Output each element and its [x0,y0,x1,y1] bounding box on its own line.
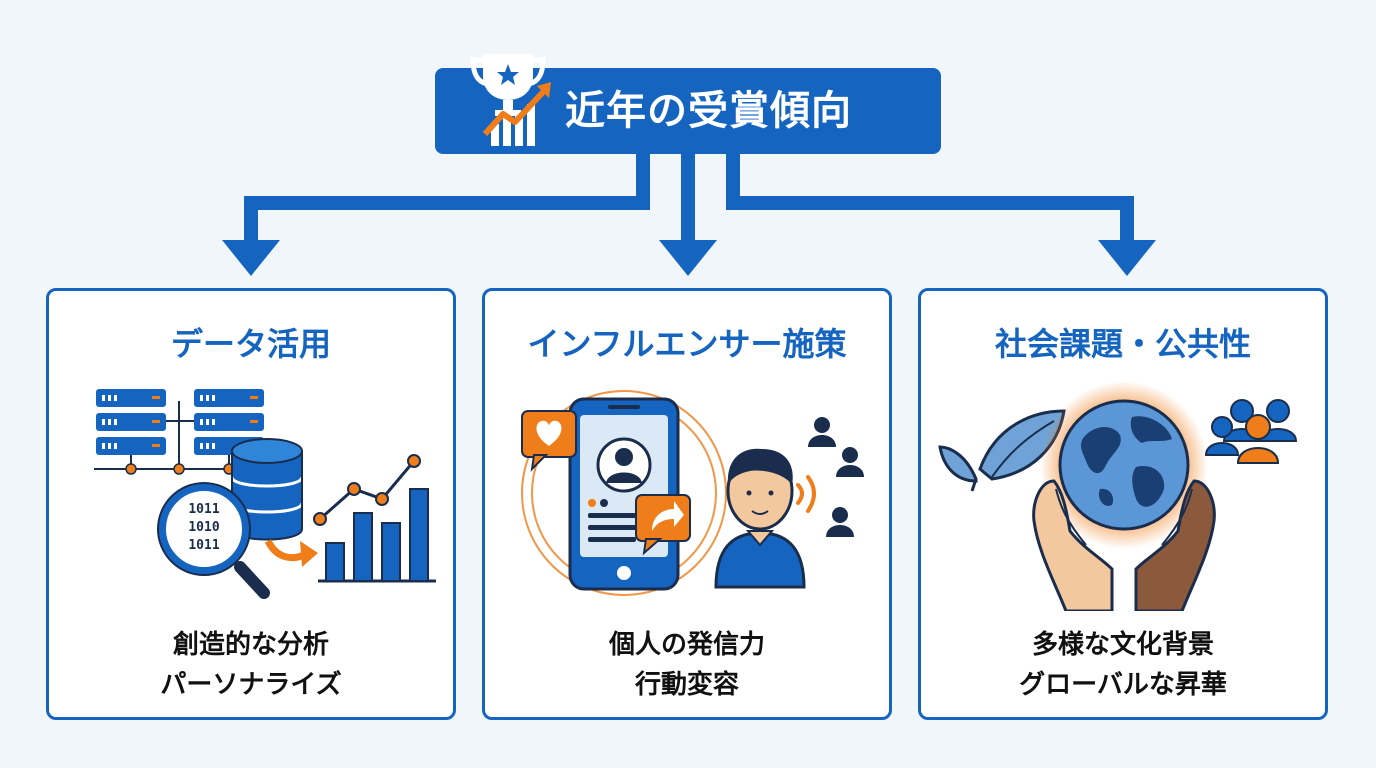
card-title: 社会課題・公共性 [994,325,1251,363]
binary-line: 1010 [188,520,219,535]
connector-right-stem [726,150,740,210]
followers-icon [808,417,864,537]
sound-wave-icon [796,475,816,513]
server-rack-icon [96,389,166,455]
heart-icon [521,410,577,472]
card-social-issues: 社会課題・公共性 [918,288,1328,720]
card-title: データ活用 [170,325,331,363]
desc-line: 多様な文化背景 [1031,630,1214,660]
card-data-utilization: データ活用 [46,288,456,720]
hands-icon [1032,479,1216,611]
binary-line: 1011 [188,502,219,517]
database-icon [230,438,304,541]
influencer-illustration [521,390,864,596]
magnifier-icon: 1011 1010 1011 [157,482,270,599]
desc-line: 行動変容 [634,670,739,700]
social-globe-illustration [938,381,1298,611]
card-title: インフルエンサー施策 [527,325,847,363]
desc-line: 個人の発信力 [608,630,765,660]
connector-left-horizontal [244,196,650,210]
connector-center-stem [681,150,695,246]
card-description: 創造的な分析 パーソナライズ [49,625,453,705]
card-description: 多様な文化背景 グローバルな昇華 [921,625,1325,705]
desc-line: 創造的な分析 [172,630,329,660]
people-group-icon [1204,399,1298,464]
connector-left-drop [244,196,258,246]
page-title: 近年の受賞傾向 [565,88,852,134]
desc-line: パーソナライズ [160,670,342,700]
arrow-right-head [1098,240,1156,276]
arrow-right-icon [264,539,318,567]
desc-line: グローバルな昇華 [1019,670,1227,700]
data-analytics-illustration: 1011 1010 1011 [94,389,436,599]
globe-icon [1058,399,1190,531]
card-description: 個人の発信力 行動変容 [485,625,889,705]
connector-arrows [222,150,1156,276]
trophy-chart-icon [470,54,551,146]
arrow-left-head [222,240,280,276]
title-box: 近年の受賞傾向 [435,54,941,154]
card-influencer: インフルエンサー施策 [482,288,892,720]
arrow-center-head [659,240,717,276]
speaker-person-icon [714,448,806,589]
binary-line: 1011 [188,538,219,553]
connector-left-stem [636,150,650,210]
bar-chart-icon [313,454,436,583]
connector-right-drop [1120,196,1134,246]
connector-right-horizontal [726,196,1134,210]
share-icon [635,494,691,556]
